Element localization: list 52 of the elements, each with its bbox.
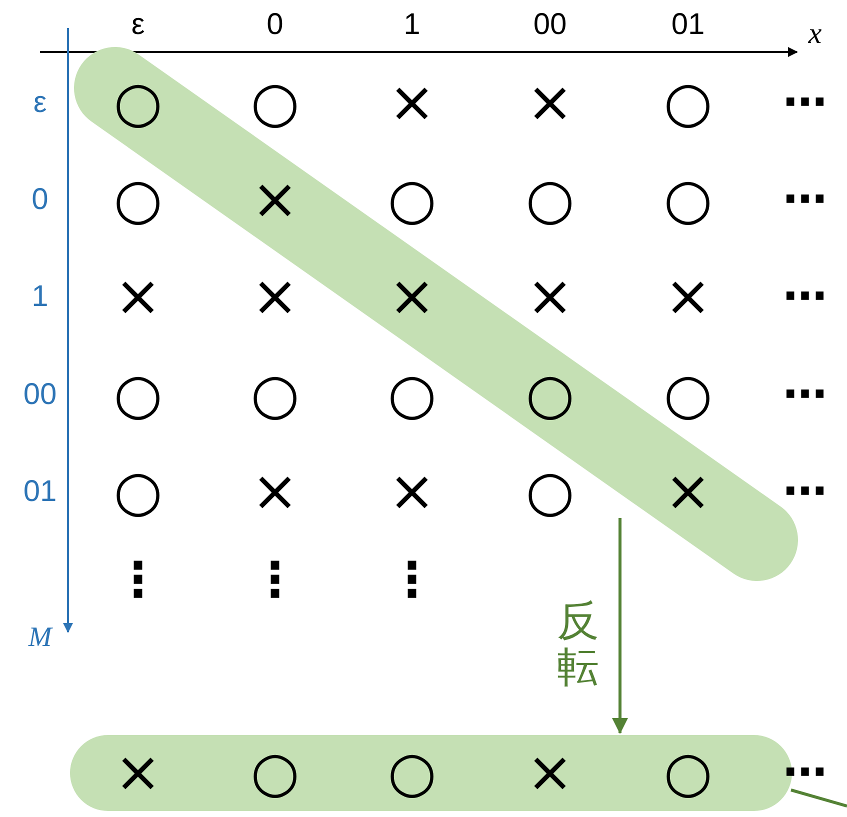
- cell-mark: ○: [388, 172, 436, 228]
- cell-mark: ×: [664, 464, 712, 520]
- cell-mark: ×: [526, 745, 574, 801]
- row-header: 1: [32, 282, 48, 312]
- column-header: 0: [266, 10, 284, 40]
- row-header: 0: [32, 185, 48, 215]
- edge-label: 反転: [557, 598, 599, 690]
- ellipsis-dots: ⋯: [783, 470, 827, 514]
- cell-mark: ○: [526, 172, 574, 228]
- cell-mark: ○: [114, 367, 162, 423]
- cell-mark: ×: [388, 269, 436, 325]
- cell-mark: ×: [388, 75, 436, 131]
- cell-mark: ○: [114, 75, 162, 131]
- ellipsis-dots: ⋯: [783, 373, 827, 417]
- ellipsis-dots: ⋮: [114, 556, 162, 604]
- cell-mark: ○: [250, 745, 300, 801]
- row-header: 01: [23, 477, 57, 507]
- axis-label: M: [28, 624, 52, 652]
- cell-mark: ○: [526, 367, 574, 423]
- cell-mark: ×: [664, 269, 712, 325]
- cell-mark: ×: [114, 269, 162, 325]
- cell-mark: ○: [388, 745, 436, 801]
- axis-label: x: [808, 19, 822, 49]
- column-header: 00: [533, 10, 567, 40]
- cell-mark: ×: [252, 172, 298, 228]
- cell-mark: ○: [664, 745, 712, 801]
- cell-mark: ×: [252, 464, 298, 520]
- cell-mark: ○: [664, 172, 712, 228]
- column-header: 1: [404, 10, 420, 40]
- cell-mark: ○: [526, 464, 574, 520]
- cell-mark: ○: [250, 75, 300, 131]
- cell-mark: ×: [252, 269, 298, 325]
- cell-mark: ×: [388, 464, 436, 520]
- cell-mark: ○: [664, 75, 712, 131]
- cell-mark: ○: [114, 172, 162, 228]
- row-header: ε: [33, 88, 47, 118]
- column-header: 01: [671, 10, 705, 40]
- cell-mark: ○: [250, 367, 300, 423]
- cell-mark: ×: [526, 75, 574, 131]
- cell-mark: ○: [114, 464, 162, 520]
- ellipsis-dots: ⋯: [783, 178, 827, 222]
- cell-mark: ○: [388, 367, 436, 423]
- cell-mark: ×: [526, 269, 574, 325]
- ellipsis-dots: ⋮: [251, 556, 299, 604]
- row-header: 00: [23, 380, 57, 410]
- ellipsis-dots: ⋯: [783, 81, 827, 125]
- ellipsis-dots: ⋯: [783, 275, 827, 319]
- ellipsis-dots: ⋯: [783, 751, 827, 795]
- ellipsis-dots: ⋮: [388, 556, 436, 604]
- cell-mark: ○: [664, 367, 712, 423]
- column-header: ε: [131, 10, 145, 40]
- cell-mark: ×: [114, 745, 162, 801]
